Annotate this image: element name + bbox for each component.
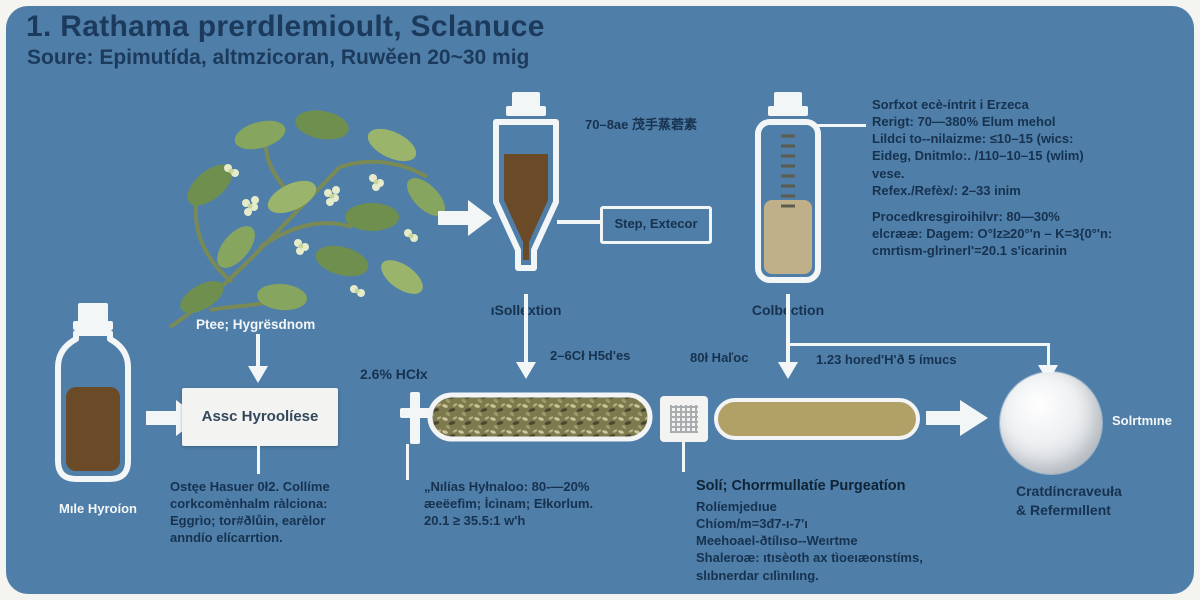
extract-capsule <box>714 398 920 440</box>
herb-capsule <box>427 392 653 442</box>
connector-line <box>812 124 866 127</box>
step-label-duration: 1.23 hored'H'ð 5 ímucs <box>816 352 957 367</box>
pretreatment-label: Ptee; Hygrësdnom <box>196 317 316 332</box>
hydrolysis-bottle <box>55 303 131 482</box>
step-label-hydrolysis-time: 2–6Cł H5d'es <box>550 348 631 363</box>
funnel-liquid <box>504 154 548 260</box>
flask-graduations <box>781 134 795 208</box>
extraction-notes-bottom: Procedkresgiroihilvr: 80—30% elcrææ: Dag… <box>872 209 1113 259</box>
funnel-top-label: 70–8ae 茂手蒸菪素 <box>585 117 697 132</box>
bottle-label: Mıle Hyroíon <box>58 501 137 516</box>
purification-heading: Solí; Chorrmullatíe Purgeatíon <box>696 478 906 494</box>
page-subtitle: Soure: Epimutída, altmzicoran, Ruwěen 20… <box>27 46 530 69</box>
collection-flask <box>755 92 821 283</box>
plug-texture <box>670 405 698 433</box>
valve-connector <box>400 392 430 444</box>
hydrolysis-notes: Ostęe Hasuer 0ł2. Collíme corkcomènhalm … <box>170 479 330 546</box>
capsule-notes: „Nılías Hyłnaloo: 80-—20% æeëefìm; İcìna… <box>424 479 594 529</box>
connector-line <box>406 444 409 480</box>
step-extractor-box: Step, Extecor <box>600 206 712 244</box>
connector-line <box>524 294 528 362</box>
plant-illustration <box>168 110 445 329</box>
arrow-down-icon <box>778 362 798 379</box>
funnel-outline <box>493 119 559 271</box>
bottle-liquid <box>66 387 120 471</box>
crystal-sphere <box>1000 372 1102 474</box>
connector-line <box>1047 343 1050 367</box>
connector-line <box>557 220 600 224</box>
arrow-down-icon <box>516 362 536 379</box>
acid-label: 2.6% HCłx <box>360 366 428 382</box>
result-label: Cratdíncraveuła & Refermıllent <box>1016 483 1122 518</box>
bottle-outline <box>55 330 131 482</box>
funnel-cap <box>512 92 540 108</box>
extraction-notes-top: Sorfxot ecè-íntrit i Erzeca Rerigt: 70—3… <box>872 97 1084 198</box>
bottle-cap <box>78 303 108 323</box>
product-label: Solrtmıne <box>1112 413 1172 428</box>
plant-leaves <box>180 110 445 313</box>
purification-notes: Rolíemjedıue Chíom/m=3đ7-ı-7'ı Meehoael-… <box>696 499 923 583</box>
plant-flowers <box>224 164 418 297</box>
connector-plug <box>660 396 708 442</box>
connector-line <box>682 442 685 472</box>
herb-capsule-body <box>427 392 653 442</box>
connector-line <box>788 343 1050 346</box>
arrow-down-icon <box>248 366 268 383</box>
arrow-right-to-product-icon <box>926 400 988 436</box>
hydrolase-box: Assc Hyroolíese <box>182 388 338 446</box>
extraction-funnel <box>493 92 559 271</box>
flask-cap <box>774 92 802 108</box>
connector-line <box>257 446 260 474</box>
connector-line <box>786 294 790 362</box>
connector-line <box>256 334 260 366</box>
page-title: 1. Rathama prerdlemioult, Sclanuce <box>26 10 545 43</box>
flask-outline <box>755 119 821 283</box>
flask-liquid <box>764 200 812 274</box>
arrow-right-to-funnel-icon <box>438 200 492 236</box>
step-label-temp: 80ł Haľoc <box>690 350 749 365</box>
